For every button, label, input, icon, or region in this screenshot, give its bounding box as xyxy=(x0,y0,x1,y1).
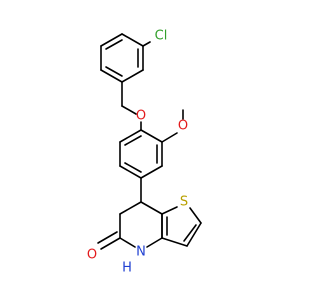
bond xyxy=(161,206,178,215)
molecule-structure: Cl O O S O N H xyxy=(87,29,202,276)
bond xyxy=(100,33,123,47)
nitrogen-hydrogen-atom: H xyxy=(122,261,132,276)
bond xyxy=(161,237,188,247)
bond xyxy=(121,69,144,83)
bond xyxy=(105,66,123,77)
ether-oxygen-atom: O xyxy=(136,109,146,124)
bond xyxy=(140,165,163,179)
bond xyxy=(119,165,142,179)
bond xyxy=(186,222,202,247)
bond xyxy=(105,39,123,50)
sulfur-atom: S xyxy=(180,195,188,210)
bond xyxy=(161,132,178,143)
bond xyxy=(183,224,197,242)
bond xyxy=(142,41,151,47)
bond xyxy=(124,162,142,173)
carbonyl-oxygen-atom: O xyxy=(87,248,97,263)
atom-labels: Cl O O S O N H xyxy=(87,29,188,276)
bond xyxy=(121,33,144,47)
bond xyxy=(140,129,163,143)
bond xyxy=(146,237,163,248)
nitrogen-atom: N xyxy=(136,245,146,260)
bond xyxy=(124,135,142,146)
bond xyxy=(140,201,163,215)
bond xyxy=(189,207,202,224)
bond xyxy=(100,69,123,83)
bond xyxy=(100,237,121,250)
bond xyxy=(97,231,118,244)
bond xyxy=(119,201,142,215)
bonds xyxy=(97,33,202,250)
methoxy-oxygen-atom: O xyxy=(178,119,188,134)
bond xyxy=(119,129,142,143)
chlorine-atom: Cl xyxy=(155,29,168,44)
bond xyxy=(121,105,137,115)
bond xyxy=(119,237,136,248)
